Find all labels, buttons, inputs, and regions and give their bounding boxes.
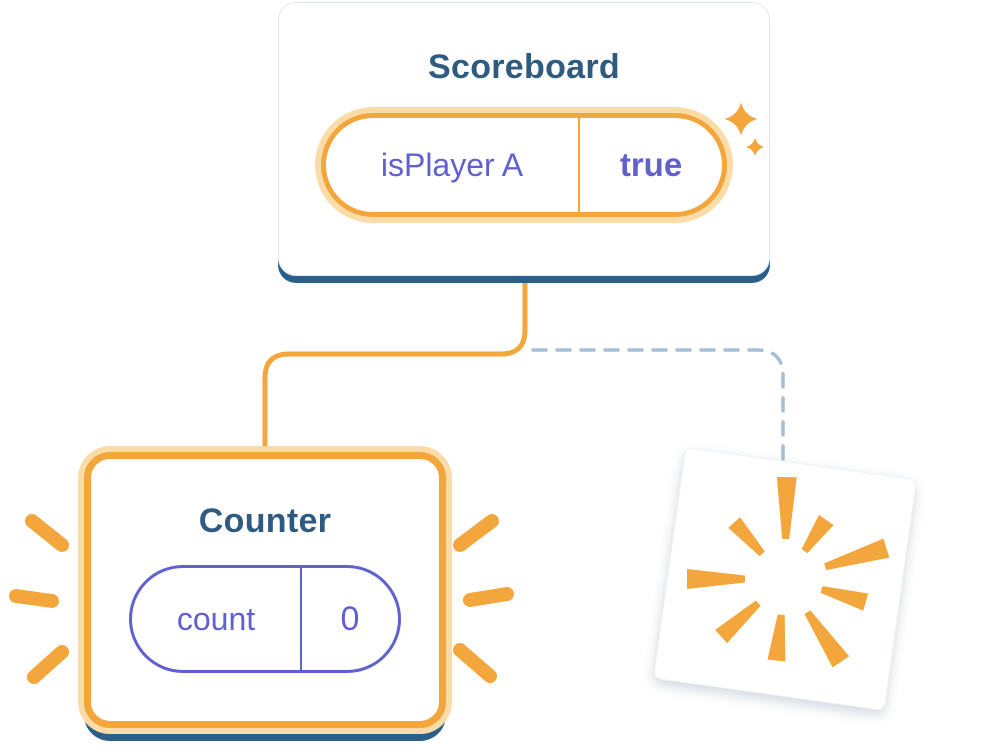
emphasis-lines-left-icon bbox=[9, 514, 69, 684]
scoreboard-title: Scoreboard bbox=[428, 48, 620, 86]
scoreboard-state-value: true bbox=[619, 146, 683, 183]
sparkle-icon-large bbox=[724, 102, 758, 136]
pill-divider bbox=[300, 568, 302, 670]
sparkle-icon-small bbox=[745, 137, 765, 157]
scoreboard-state-key: isPlayer A bbox=[380, 146, 524, 183]
connector-solid-line bbox=[262, 273, 528, 463]
scoreboard-state-pill: isPlayer A true bbox=[321, 113, 727, 217]
counter-state-pill: count 0 bbox=[129, 565, 401, 673]
destroyed-component-card bbox=[652, 446, 918, 712]
counter-state-key: count bbox=[176, 600, 256, 637]
scoreboard-card: Scoreboard isPlayer A true bbox=[278, 2, 770, 276]
emphasis-lines-right-icon bbox=[453, 514, 514, 683]
poof-burst-icon bbox=[687, 476, 890, 668]
pill-divider bbox=[578, 118, 580, 212]
counter-card: Counter count 0 bbox=[84, 452, 446, 728]
counter-state-value: 0 bbox=[340, 599, 360, 638]
connector-dashed-line bbox=[531, 348, 785, 468]
counter-title: Counter bbox=[198, 502, 332, 540]
